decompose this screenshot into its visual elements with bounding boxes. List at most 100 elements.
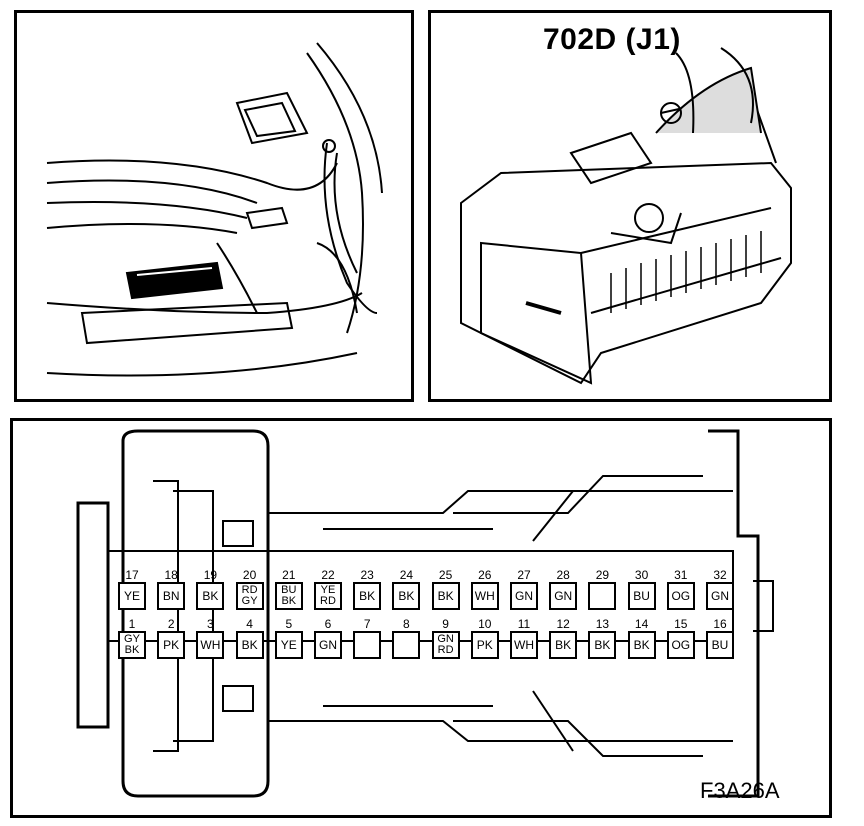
pin-number: 26 <box>478 568 492 582</box>
wire-color-code: BU <box>706 631 734 659</box>
pin-number: 28 <box>556 568 570 582</box>
wire-color-code: BK <box>235 631 264 659</box>
pin-number: 29 <box>595 568 610 582</box>
pin-number: 25 <box>438 568 453 582</box>
connector-face-drawing <box>76 429 774 798</box>
bottom-pin-7: 7 <box>350 617 384 659</box>
wire-color-code: BK <box>392 582 421 610</box>
connector-label: 702D (J1) <box>543 23 681 56</box>
pin-number: 10 <box>478 617 492 631</box>
pin-number: 22 <box>321 568 335 582</box>
bottom-pin-8: 8 <box>389 617 423 659</box>
wire-color-code: BK <box>431 582 460 610</box>
wire-color-code: WH <box>510 631 538 659</box>
wire-color-code: GN <box>706 582 734 610</box>
pin-number: 13 <box>595 617 610 631</box>
wire-color-code: GN <box>510 582 538 610</box>
pin-number: 2 <box>167 617 175 631</box>
pin-number: 17 <box>125 568 139 582</box>
wire-color-code: BK <box>627 631 656 659</box>
pin-number: 9 <box>442 617 449 631</box>
wire-color-code: BK <box>588 631 617 659</box>
wire-color-code: GN <box>314 631 342 659</box>
pin-number: 16 <box>713 617 727 631</box>
wire-color-code: WH <box>196 631 225 659</box>
wire-color-code <box>588 582 617 610</box>
pin-number: 19 <box>203 568 218 582</box>
door-trim-drawing <box>46 42 383 377</box>
wire-color-code: YE <box>274 631 303 659</box>
pin-number: 18 <box>164 568 178 582</box>
top-pin-29: 29 <box>585 569 619 610</box>
pin-number: 30 <box>634 568 649 582</box>
wire-color-code: YE <box>118 582 146 610</box>
pin-number: 21 <box>282 568 296 582</box>
pin-number: 7 <box>363 617 371 631</box>
pin-number: 12 <box>556 617 570 631</box>
connector-3d-panel: 702D (J1) <box>428 10 832 402</box>
pin-number: 15 <box>674 617 688 631</box>
wire-color-code <box>353 631 382 659</box>
pin-number: 20 <box>242 568 257 582</box>
pin-number: 8 <box>403 617 410 631</box>
wire-color-code: GN <box>549 582 578 610</box>
wire-color-code: PK <box>157 631 186 659</box>
wire-color-code: WH <box>470 582 499 610</box>
pin-number: 3 <box>207 617 214 631</box>
pin-number: 6 <box>324 617 332 631</box>
wire-color-code: BK <box>196 582 225 610</box>
pin-number: 1 <box>128 617 136 631</box>
wire-color-code <box>392 631 421 659</box>
wire-color-code: PK <box>470 631 499 659</box>
pin-number: 5 <box>285 617 293 631</box>
pin-number: 14 <box>634 617 649 631</box>
connector-3d-drawing <box>460 47 792 385</box>
pin-number: 11 <box>517 617 531 631</box>
pin-number: 4 <box>246 617 253 631</box>
wire-color-code: BN <box>157 582 186 610</box>
pin-number: 31 <box>674 568 688 582</box>
pin-number: 32 <box>713 568 727 582</box>
door-illustration-panel <box>14 10 414 402</box>
wire-color-code: BK <box>353 582 382 610</box>
wire-color-code: OG <box>666 582 695 610</box>
pin-number: 23 <box>360 568 374 582</box>
figure-id: F3A26A <box>700 778 780 803</box>
wire-color-code: OG <box>666 631 695 659</box>
pin-number: 27 <box>517 568 531 582</box>
wire-color-code: BU <box>627 582 656 610</box>
